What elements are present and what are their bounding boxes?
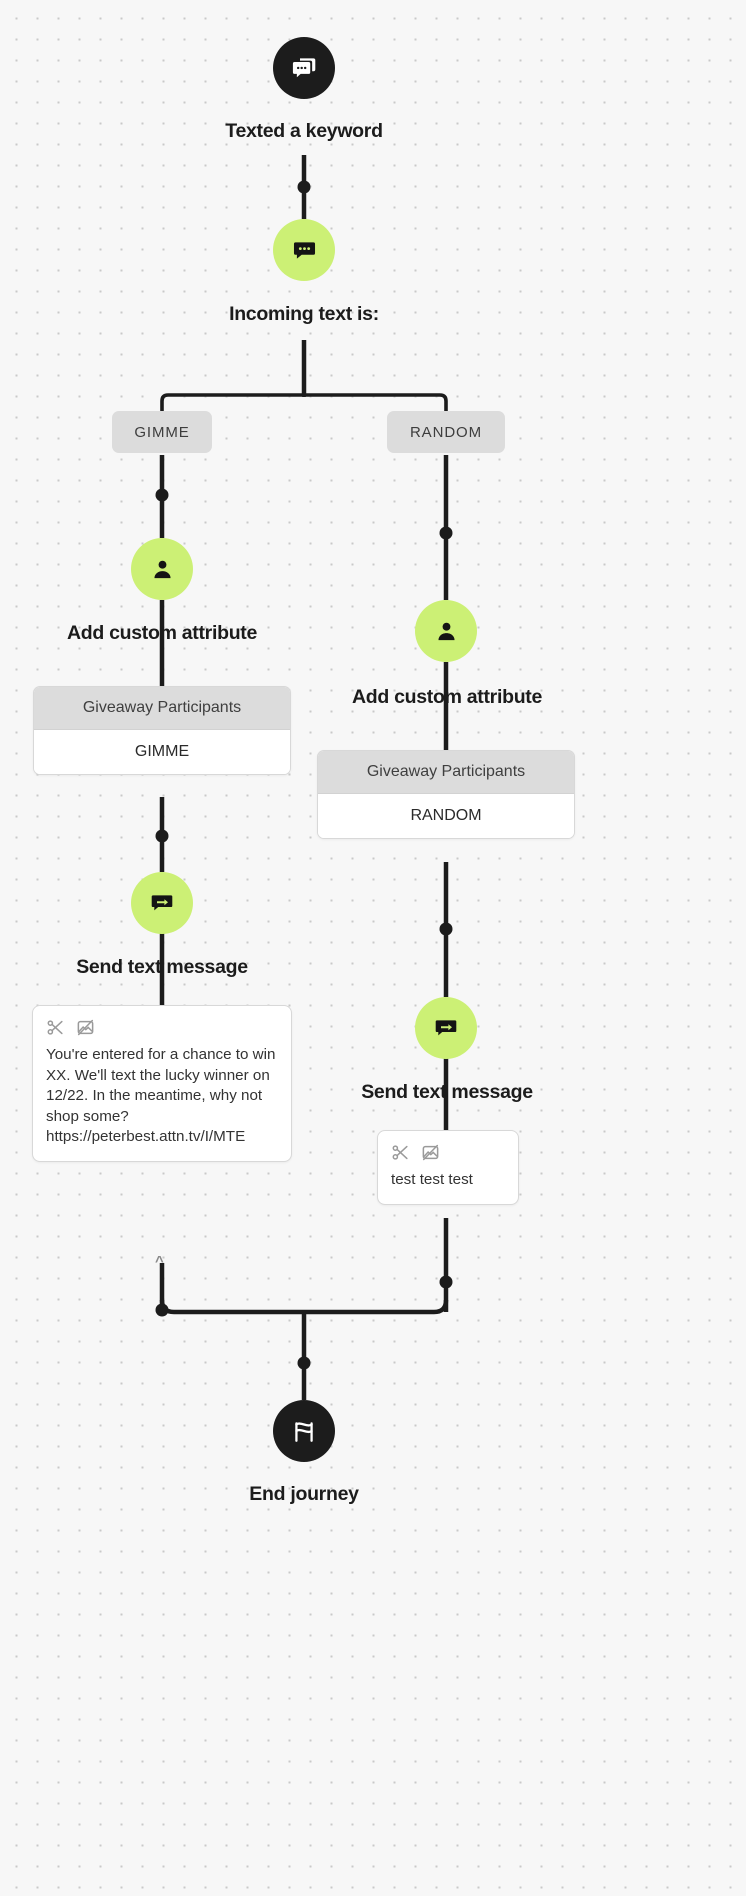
node-label-end-journey: End journey — [249, 1483, 359, 1505]
scissors-icon — [391, 1143, 410, 1162]
end-flags-icon — [291, 1418, 317, 1444]
node-end-journey[interactable] — [273, 1400, 335, 1462]
node-send-text-message-right[interactable] — [415, 997, 477, 1059]
attribute-card-header-right: Giveaway Participants — [318, 751, 574, 794]
message-card-icons-left — [46, 1018, 278, 1037]
attribute-card-value-left: GIMME — [34, 730, 290, 774]
node-label-add-attribute-right: Add custom attribute — [351, 686, 543, 708]
person-icon — [435, 620, 458, 643]
branch-pill-gimme[interactable]: GIMME — [112, 411, 212, 453]
message-card-right[interactable]: test test test — [377, 1130, 519, 1205]
chat-bubbles-icon — [291, 55, 318, 82]
node-trigger-texted-keyword[interactable] — [273, 37, 335, 99]
node-add-custom-attribute-left[interactable] — [131, 538, 193, 600]
message-card-left[interactable]: You're entered for a chance to win XX. W… — [32, 1005, 292, 1162]
node-label-send-message-right: Send text message — [361, 1081, 533, 1103]
no-image-icon — [76, 1018, 95, 1037]
branch-pill-random[interactable]: RANDOM — [387, 411, 505, 453]
no-image-icon — [421, 1143, 440, 1162]
scissors-icon — [46, 1018, 65, 1037]
node-label-add-attribute-left: Add custom attribute — [66, 622, 258, 644]
message-send-icon — [434, 1016, 458, 1040]
attribute-card-value-right: RANDOM — [318, 794, 574, 838]
attribute-card-left[interactable]: Giveaway Participants GIMME — [33, 686, 291, 775]
node-label-send-message-left: Send text message — [76, 956, 248, 978]
node-label-trigger: Texted a keyword — [225, 120, 383, 142]
node-send-text-message-left[interactable] — [131, 872, 193, 934]
attribute-card-right[interactable]: Giveaway Participants RANDOM — [317, 750, 575, 839]
node-split-incoming-text[interactable] — [273, 219, 335, 281]
message-card-body-left: You're entered for a chance to win XX. W… — [46, 1046, 276, 1145]
chat-bubble-dots-icon — [292, 238, 317, 263]
message-send-icon — [150, 891, 174, 915]
message-card-icons-right — [391, 1143, 505, 1162]
message-card-body-right: test test test — [391, 1171, 473, 1188]
message-card-expand-chevron-left[interactable]: ^ — [155, 1253, 164, 1270]
node-add-custom-attribute-right[interactable] — [415, 600, 477, 662]
attribute-card-header-left: Giveaway Participants — [34, 687, 290, 730]
person-icon — [151, 558, 174, 581]
node-label-split: Incoming text is: — [229, 303, 379, 325]
